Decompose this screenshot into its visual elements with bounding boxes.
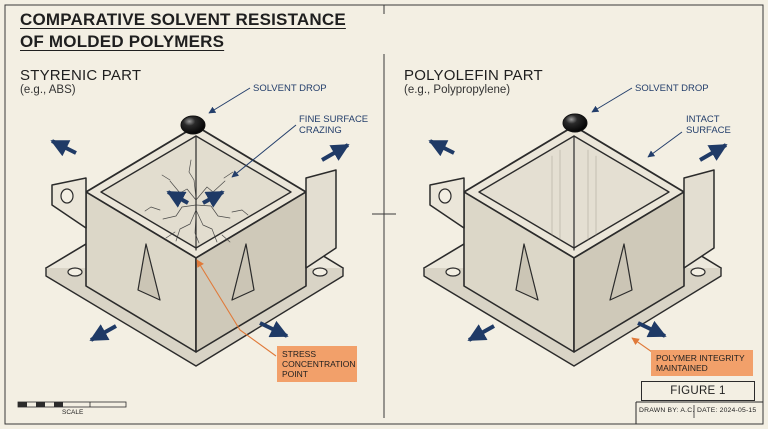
stress-point-leader [196, 259, 277, 357]
stress-tag-line2: CONCENTRATION [282, 359, 356, 369]
stress-arrows-right [428, 139, 728, 342]
drop-leader-right [591, 87, 633, 113]
crazing-label-line2: CRAZING [299, 125, 342, 136]
figure-title-line2: OF MOLDED POLYMERS [20, 32, 225, 51]
figure-number-label: FIGURE 1 [641, 381, 755, 401]
left-solvent-drop-label: SOLVENT DROP [253, 83, 327, 94]
solvent-drop-right [562, 113, 588, 133]
integrity-tag-line1: POLYMER INTEGRITY [656, 353, 745, 363]
right-panel-title: POLYOLEFIN PART [404, 67, 543, 84]
stress-tag-line1: STRESS [282, 349, 317, 359]
stress-concentration-tag: STRESS CONCENTRATION POINT [277, 346, 357, 382]
drawn-by: DRAWN BY: A.C. [639, 407, 695, 414]
intact-label-line1: INTACT [686, 114, 720, 125]
drop-leader-left [208, 87, 251, 114]
scale-bar [17, 401, 127, 408]
integrity-leader [631, 337, 653, 353]
figure-title-line1: COMPARATIVE SOLVENT RESISTANCE [20, 10, 346, 29]
surface-leader [647, 131, 683, 158]
solvent-drop-left [180, 115, 206, 135]
scale-label: SCALE [62, 409, 84, 416]
polyolefin-part-drawing [423, 125, 722, 367]
left-panel-subtitle: (e.g., ABS) [20, 84, 76, 96]
intact-label-line2: SURFACE [686, 125, 731, 136]
stress-tag-line3: POINT [282, 369, 308, 379]
crazing-label-line1: FINE SURFACE [299, 114, 369, 125]
drawing-date: DATE: 2024-05-15 [697, 407, 757, 414]
left-panel-title: STYRENIC PART [20, 67, 142, 84]
stress-arrows-left [50, 139, 350, 342]
polymer-integrity-tag: POLYMER INTEGRITY MAINTAINED [651, 350, 753, 376]
integrity-tag-line2: MAINTAINED [656, 363, 708, 373]
right-panel-subtitle: (e.g., Polypropylene) [404, 84, 511, 96]
right-solvent-drop-label: SOLVENT DROP [635, 83, 709, 94]
crazing-leader [231, 124, 297, 178]
styrenic-part-drawing [45, 125, 344, 367]
